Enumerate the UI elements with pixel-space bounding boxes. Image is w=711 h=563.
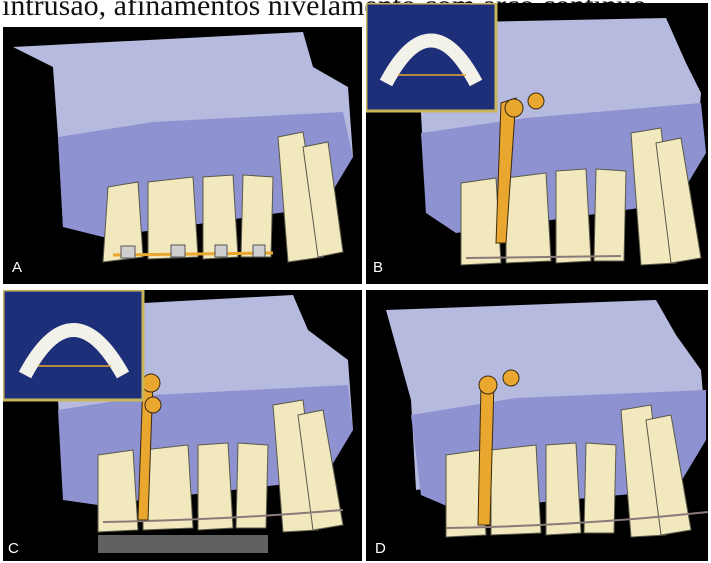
original-tooth-position (98, 535, 268, 553)
miniscrew-head (503, 370, 519, 386)
illustration-panel-d (366, 290, 708, 561)
archwire (113, 253, 273, 255)
illustration-panel-a (3, 27, 362, 284)
arch-inset (366, 3, 496, 111)
panel-d: D (366, 290, 708, 561)
illustration-panel-c (3, 290, 362, 561)
panel-label-d: D (375, 540, 386, 557)
miniscrew-head (528, 93, 544, 109)
panel-label-b: B (373, 259, 383, 276)
miniscrew-head (505, 99, 523, 117)
illustration-panel-b (366, 3, 708, 284)
panel-b: B (366, 3, 708, 284)
miniscrew-head (142, 374, 160, 392)
arch-inset (3, 290, 143, 400)
miniscrew-head (145, 397, 161, 413)
panel-a: A (3, 27, 362, 284)
panel-c: C (3, 290, 362, 561)
panel-label-c: C (8, 540, 19, 557)
panel-label-a: A (12, 259, 22, 276)
miniscrew-head (479, 376, 497, 394)
